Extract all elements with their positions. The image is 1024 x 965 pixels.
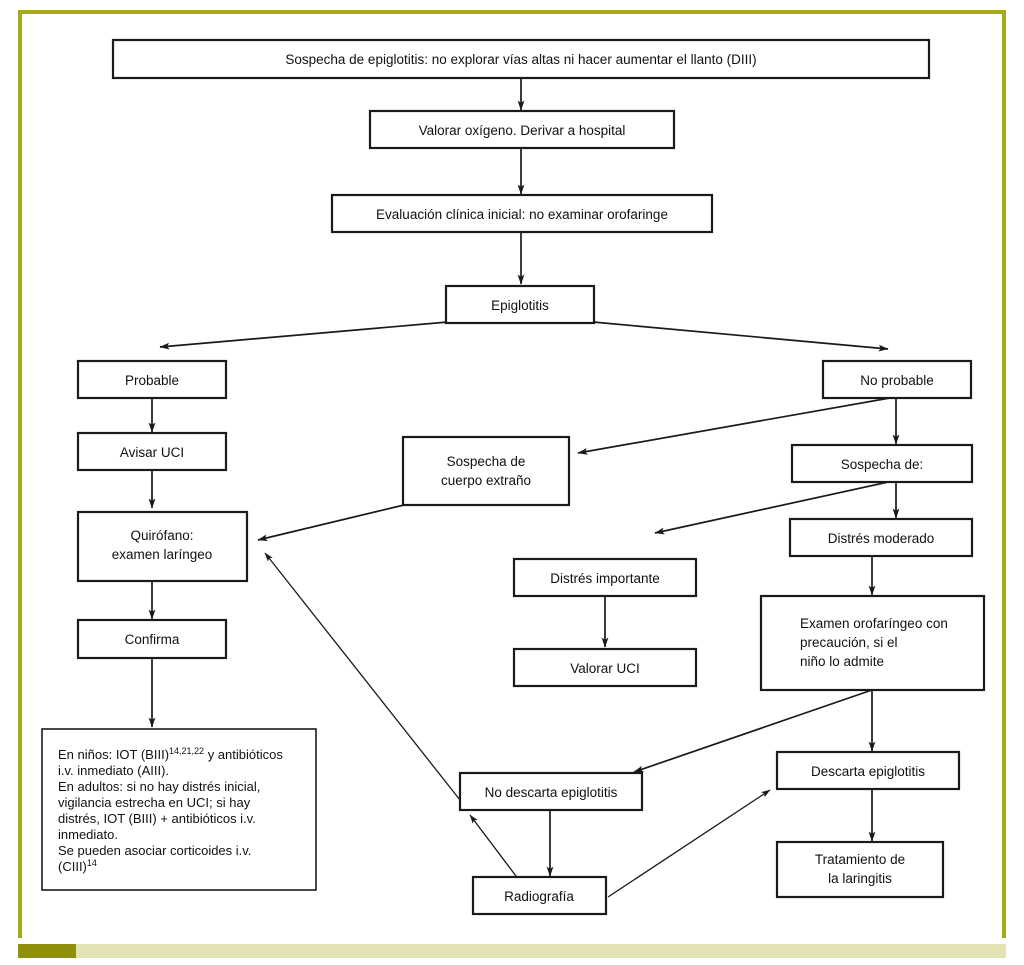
node-treatment-note[interactable]: En niños: IOT (BIII)14,21,22 y antibióti… [41, 728, 317, 891]
node-probable[interactable]: Probable [76, 359, 228, 400]
node-probable-label: Probable [125, 373, 179, 388]
node-sospecha-cuerpo-extrano[interactable]: Sospecha de cuerpo extraño [401, 435, 571, 507]
node-examen-orofaringeo-line3: niño lo admite [800, 654, 884, 669]
node-evaluacion-clinica-label: Evaluación clínica inicial: no examinar … [376, 207, 668, 222]
treatment-note-line6: inmediato. [58, 827, 118, 842]
node-avisar-uci-label: Avisar UCI [120, 445, 184, 460]
node-valorar-oxigeno-label: Valorar oxígeno. Derivar a hospital [419, 123, 626, 138]
node-descarta-epiglotitis[interactable]: Descarta epiglotitis [775, 750, 961, 791]
treatment-note-line1: En niños: IOT (BIII)14,21,22 y antibióti… [58, 746, 283, 762]
node-sospecha-cuerpo-extrano-line1: Sospecha de [447, 454, 526, 469]
edge-radiografia-to-no-descarta [469, 814, 520, 881]
node-evaluacion-clinica[interactable]: Evaluación clínica inicial: no examinar … [330, 193, 714, 234]
node-avisar-uci[interactable]: Avisar UCI [76, 431, 228, 472]
treatment-note-line8: (CIII)14 [58, 858, 97, 874]
treatment-note-line3: En adultos: si no hay distrés inicial, [58, 779, 260, 794]
edge-examen-orofaringeo-to-no-descarta [633, 689, 873, 773]
node-confirma-label: Confirma [125, 632, 180, 647]
edge-epiglotitis-to-probable [159, 321, 449, 350]
node-no-probable[interactable]: No probable [821, 359, 973, 400]
node-epiglotitis[interactable]: Epiglotitis [444, 284, 596, 325]
node-epiglotitis-label: Epiglotitis [491, 298, 549, 313]
node-sospecha-epiglotitis-label: Sospecha de epiglotitis: no explorar vía… [285, 52, 756, 67]
frame-top-border [18, 10, 1006, 14]
node-distres-importante-label: Distrés importante [550, 571, 660, 586]
node-sospecha-de-label: Sospecha de: [841, 457, 924, 472]
treatment-note-line2: i.v. inmediato (AIII). [58, 763, 169, 778]
node-distres-moderado-label: Distrés moderado [828, 531, 935, 546]
frame-right-border [1002, 10, 1006, 938]
node-sospecha-cuerpo-extrano-line2: cuerpo extraño [441, 473, 531, 488]
node-valorar-oxigeno[interactable]: Valorar oxígeno. Derivar a hospital [368, 109, 676, 150]
node-descarta-epiglotitis-label: Descarta epiglotitis [811, 764, 925, 779]
treatment-note-line7: Se pueden asociar corticoides i.v. [58, 843, 251, 858]
edge-no-descarta-to-quirofano-long [264, 552, 461, 801]
node-sospecha-epiglotitis[interactable]: Sospecha de epiglotitis: no explorar vía… [111, 38, 931, 80]
node-distres-moderado[interactable]: Distrés moderado [788, 517, 974, 558]
treatment-note-line4: vigilancia estrecha en UCI; si hay [58, 795, 251, 810]
frame-left-border [18, 10, 22, 938]
node-examen-orofaringeo[interactable]: Examen orofaríngeo con precaución, si el… [759, 594, 986, 692]
node-radiografia[interactable]: Radiografía [471, 875, 608, 916]
node-no-probable-label: No probable [860, 373, 934, 388]
treatment-note-line5: distrés, IOT (BIII) + antibióticos i.v. [58, 811, 256, 826]
node-valorar-uci-label: Valorar UCI [570, 661, 640, 676]
edge-no-probable-to-sospecha-cuerpo [577, 397, 891, 455]
edge-radiografia-to-descarta [607, 789, 771, 898]
node-quirofano-line1: Quirófano: [130, 528, 193, 543]
frame-bottom-accent-bar [18, 944, 76, 958]
edge-sospecha-cuerpo-to-quirofano [257, 504, 405, 542]
frame-bottom-light-bar [18, 944, 1006, 958]
node-tratamiento-laringitis-line2: la laringitis [828, 871, 892, 886]
node-radiografia-label: Radiografía [504, 889, 574, 904]
node-examen-orofaringeo-line1: Examen orofaríngeo con [800, 616, 948, 631]
edge-sospecha-de-to-distres-importante [654, 480, 894, 535]
node-no-descarta-epiglotitis[interactable]: No descarta epiglotitis [458, 771, 644, 812]
node-distres-importante[interactable]: Distrés importante [512, 557, 698, 598]
node-sospecha-de[interactable]: Sospecha de: [790, 443, 974, 484]
edge-epiglotitis-to-no-probable [592, 321, 889, 352]
node-quirofano-line2: examen laríngeo [112, 547, 213, 562]
node-quirofano[interactable]: Quirófano: examen laríngeo [76, 510, 249, 583]
node-tratamiento-laringitis[interactable]: Tratamiento de la laringitis [775, 840, 945, 899]
node-no-descarta-epiglotitis-label: No descarta epiglotitis [485, 785, 618, 800]
node-confirma[interactable]: Confirma [76, 618, 228, 660]
node-examen-orofaringeo-line2: precaución, si el [800, 635, 898, 650]
node-valorar-uci[interactable]: Valorar UCI [512, 647, 698, 688]
node-tratamiento-laringitis-line1: Tratamiento de [815, 852, 905, 867]
edge-layer [148, 77, 900, 898]
